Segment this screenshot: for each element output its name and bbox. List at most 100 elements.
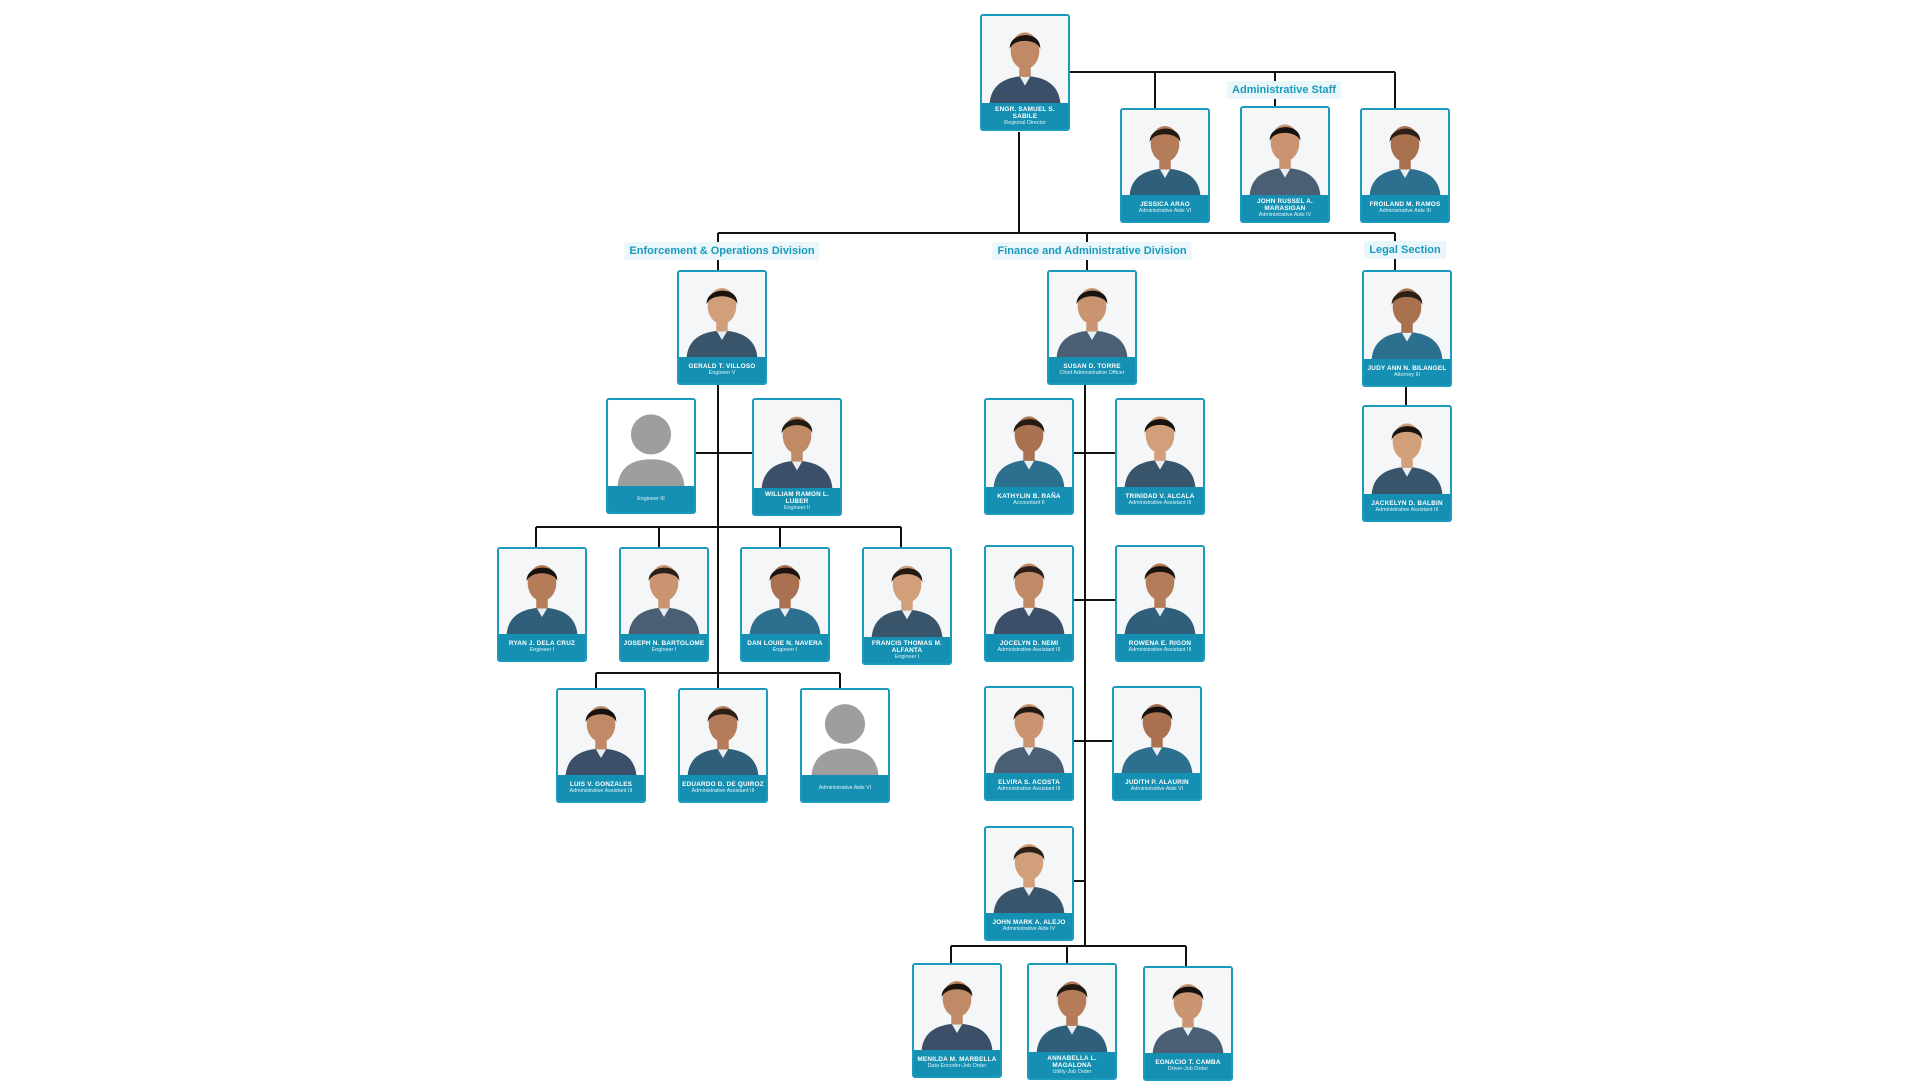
- person-position: Administrative Aide VI: [818, 784, 872, 791]
- person-name: GERALD T. VILLOSO: [688, 363, 756, 370]
- person-photo: [1362, 110, 1448, 195]
- person-name: JESSICA ARAO: [1140, 201, 1190, 208]
- person-position: Engineer II: [783, 504, 811, 511]
- person-name: RYAN J. DELA CRUZ: [508, 640, 576, 647]
- person-position: Administrative Aide VI: [1138, 208, 1192, 214]
- person-photo: [1122, 110, 1208, 195]
- person-photo: [986, 828, 1072, 913]
- person-position: Engineer I: [772, 647, 798, 653]
- person-position: Engineer III: [637, 495, 665, 502]
- person-position: Accountant II: [1013, 500, 1045, 506]
- person-photo: [1029, 965, 1115, 1052]
- person-position: Administrative Assistant III: [997, 647, 1061, 653]
- person-position: Engineer I: [529, 647, 555, 653]
- person-photo: [982, 16, 1068, 103]
- person-position: Engineer I: [894, 653, 920, 660]
- person-name: JOSEPH N. BARTOLOME: [623, 640, 705, 647]
- person-position: Regional Director: [1004, 119, 1046, 126]
- person-name: JUDY ANN N. BILANGEL: [1367, 365, 1447, 372]
- person-position: Administrative Assistant III: [691, 788, 755, 794]
- person-photo: [986, 400, 1072, 487]
- person-position: Utility-Job Order: [1052, 1068, 1092, 1075]
- person-name: MENILDA M. MARBELLA: [917, 1056, 997, 1063]
- person-position: Administrative Assistant III: [1375, 507, 1439, 513]
- person-name: EGNACIO T. CAMBA: [1155, 1059, 1221, 1066]
- person-name: FRANCIS THOMAS M. ALFANTA: [871, 639, 943, 654]
- person-name: ROWENA E. RIGON: [1128, 640, 1192, 647]
- person-photo: [1364, 272, 1450, 359]
- person-name: JOHN RUSSEL A. MARASIGAN: [1256, 197, 1314, 212]
- person-info: Administrative Aide VI: [802, 775, 888, 801]
- person-name: WILLIAM RAMON L. LUBER: [765, 490, 829, 505]
- label-enforcement-operations-division: Enforcement & Operations Division: [624, 242, 820, 260]
- person-photo: [754, 400, 840, 488]
- person-name: LUIS V. GONZALES: [569, 781, 633, 788]
- person-photo: [621, 549, 707, 634]
- person-name: ENGR. SAMUEL S. SABILE: [995, 105, 1055, 120]
- person-position: Administrative Assistant III: [569, 788, 633, 794]
- person-position: Administrative Aide III: [1379, 208, 1431, 214]
- label-legal-section: Legal Section: [1364, 241, 1446, 259]
- person-photo: [1117, 547, 1203, 634]
- person-position: Administrative Assistant III: [1128, 647, 1192, 653]
- person-position: Engineer V: [708, 370, 736, 376]
- person-position: Administrative Assistant III: [997, 786, 1061, 792]
- person-position: Engineer I: [651, 647, 677, 653]
- person-name: SUSAN D. TORRE: [1063, 363, 1121, 370]
- person-name: JOHN MARK A. ALEJO: [992, 919, 1066, 926]
- placeholder-avatar-icon: [608, 400, 694, 486]
- person-position: Administrative Aide IV: [1258, 211, 1312, 218]
- person-photo: [680, 690, 766, 775]
- person-photo: [1364, 407, 1450, 494]
- person-photo: [1242, 108, 1328, 195]
- person-photo: [986, 547, 1072, 634]
- person-photo: [742, 549, 828, 634]
- person-name: ANNABELLA L. MAGALONA: [1047, 1054, 1097, 1069]
- person-photo: [986, 688, 1072, 773]
- person-name: ELVIRA S. ACOSTA: [998, 779, 1060, 786]
- person-position: Driver-Job Order: [1167, 1066, 1209, 1072]
- person-name: JOCELYN D. NEMI: [999, 640, 1059, 647]
- person-photo: [1114, 688, 1200, 773]
- person-position: Data Encoder-Job Order: [927, 1063, 987, 1069]
- person-photo: [558, 690, 644, 775]
- person-name: KATHYLIN B. RAÑA: [997, 493, 1061, 500]
- person-name: JUDITH P. ALAURIN: [1125, 779, 1189, 786]
- label-administrative-staff: Administrative Staff: [1227, 81, 1341, 99]
- person-name: FROILAND M. RAMOS: [1369, 201, 1441, 208]
- person-info: Engineer III: [608, 486, 694, 512]
